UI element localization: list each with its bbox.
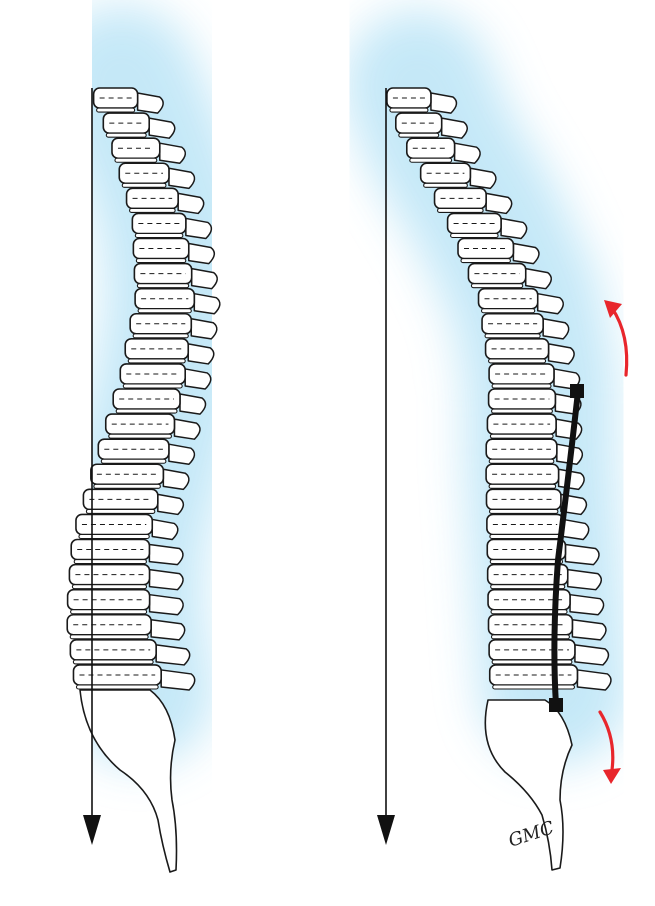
intervertebral-disc xyxy=(424,183,468,187)
intervertebral-disc xyxy=(133,334,188,338)
vertebral-body xyxy=(71,540,149,560)
intervertebral-disc xyxy=(492,384,551,388)
upper-screw xyxy=(570,384,584,398)
sacrum-coccyx xyxy=(80,690,177,872)
intervertebral-disc xyxy=(94,484,161,488)
intervertebral-disc xyxy=(71,610,147,614)
intervertebral-disc xyxy=(106,133,146,137)
vertebral-body xyxy=(487,540,565,560)
intervertebral-disc xyxy=(72,585,146,589)
intervertebral-disc xyxy=(461,259,510,263)
intervertebral-disc xyxy=(489,459,554,463)
intervertebral-disc xyxy=(76,685,158,689)
intervertebral-disc xyxy=(135,234,183,238)
intervertebral-disc xyxy=(489,484,556,488)
intervertebral-disc xyxy=(137,284,188,288)
intervertebral-disc xyxy=(70,635,148,639)
intervertebral-disc xyxy=(79,535,149,539)
intervertebral-disc xyxy=(493,685,575,689)
intervertebral-disc xyxy=(138,309,191,313)
intervertebral-disc xyxy=(122,183,166,187)
intervertebral-disc xyxy=(136,259,185,263)
intervertebral-disc xyxy=(482,309,535,313)
intervertebral-disc xyxy=(492,409,553,413)
lower-screw xyxy=(549,698,563,712)
intervertebral-disc xyxy=(485,334,540,338)
intervertebral-disc xyxy=(410,158,452,162)
intervertebral-disc xyxy=(490,535,560,539)
intervertebral-disc xyxy=(116,409,177,413)
intervertebral-disc xyxy=(101,459,166,463)
intervertebral-disc xyxy=(471,284,522,288)
vertebral-body xyxy=(69,565,149,585)
intervertebral-disc xyxy=(123,384,182,388)
intervertebral-disc xyxy=(492,635,570,639)
lower-arrow-head xyxy=(603,768,621,784)
intervertebral-disc xyxy=(451,234,499,238)
intervertebral-disc xyxy=(492,660,572,664)
intervertebral-disc xyxy=(130,208,176,212)
intervertebral-disc xyxy=(490,434,553,438)
intervertebral-disc xyxy=(109,434,172,438)
upper-correction-arrow xyxy=(612,308,627,375)
intervertebral-disc xyxy=(74,560,146,564)
intervertebral-disc xyxy=(489,359,546,363)
intervertebral-disc xyxy=(115,158,157,162)
intervertebral-disc xyxy=(489,509,557,513)
intervertebral-disc xyxy=(128,359,185,363)
upper-arrow-head xyxy=(604,300,622,318)
right-plumb-bob xyxy=(377,815,395,845)
intervertebral-disc xyxy=(390,108,428,112)
intervertebral-disc xyxy=(399,133,439,137)
intervertebral-disc xyxy=(86,509,154,513)
intervertebral-disc xyxy=(97,108,135,112)
intervertebral-disc xyxy=(490,560,562,564)
intervertebral-disc xyxy=(438,208,484,212)
left-plumb-bob xyxy=(83,815,101,845)
intervertebral-disc xyxy=(73,660,153,664)
